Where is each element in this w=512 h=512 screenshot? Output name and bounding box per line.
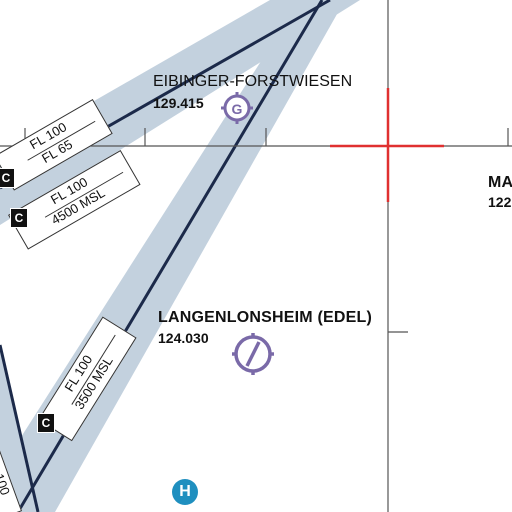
airspace-class-badge: C — [0, 168, 15, 188]
airfield-frequency: 129.415 — [153, 95, 204, 111]
svg-text:G: G — [232, 101, 243, 117]
airfield-icon[interactable] — [232, 333, 274, 375]
airway-line — [0, 344, 40, 512]
heliport-icon[interactable]: H — [172, 479, 198, 505]
airfield-name: EIBINGER-FORSTWIESEN — [153, 73, 353, 90]
airfield-name: LANGENLONSHEIM (EDEL) — [158, 309, 372, 326]
airfield-frequency: 122 — [488, 194, 512, 210]
glider-field-icon[interactable]: G — [221, 92, 253, 124]
airspace-class-badge: C — [37, 413, 55, 433]
airfield-name: MA — [488, 174, 512, 191]
airspace-class-badge: C — [10, 208, 28, 228]
airfield-frequency: 124.030 — [158, 330, 209, 346]
